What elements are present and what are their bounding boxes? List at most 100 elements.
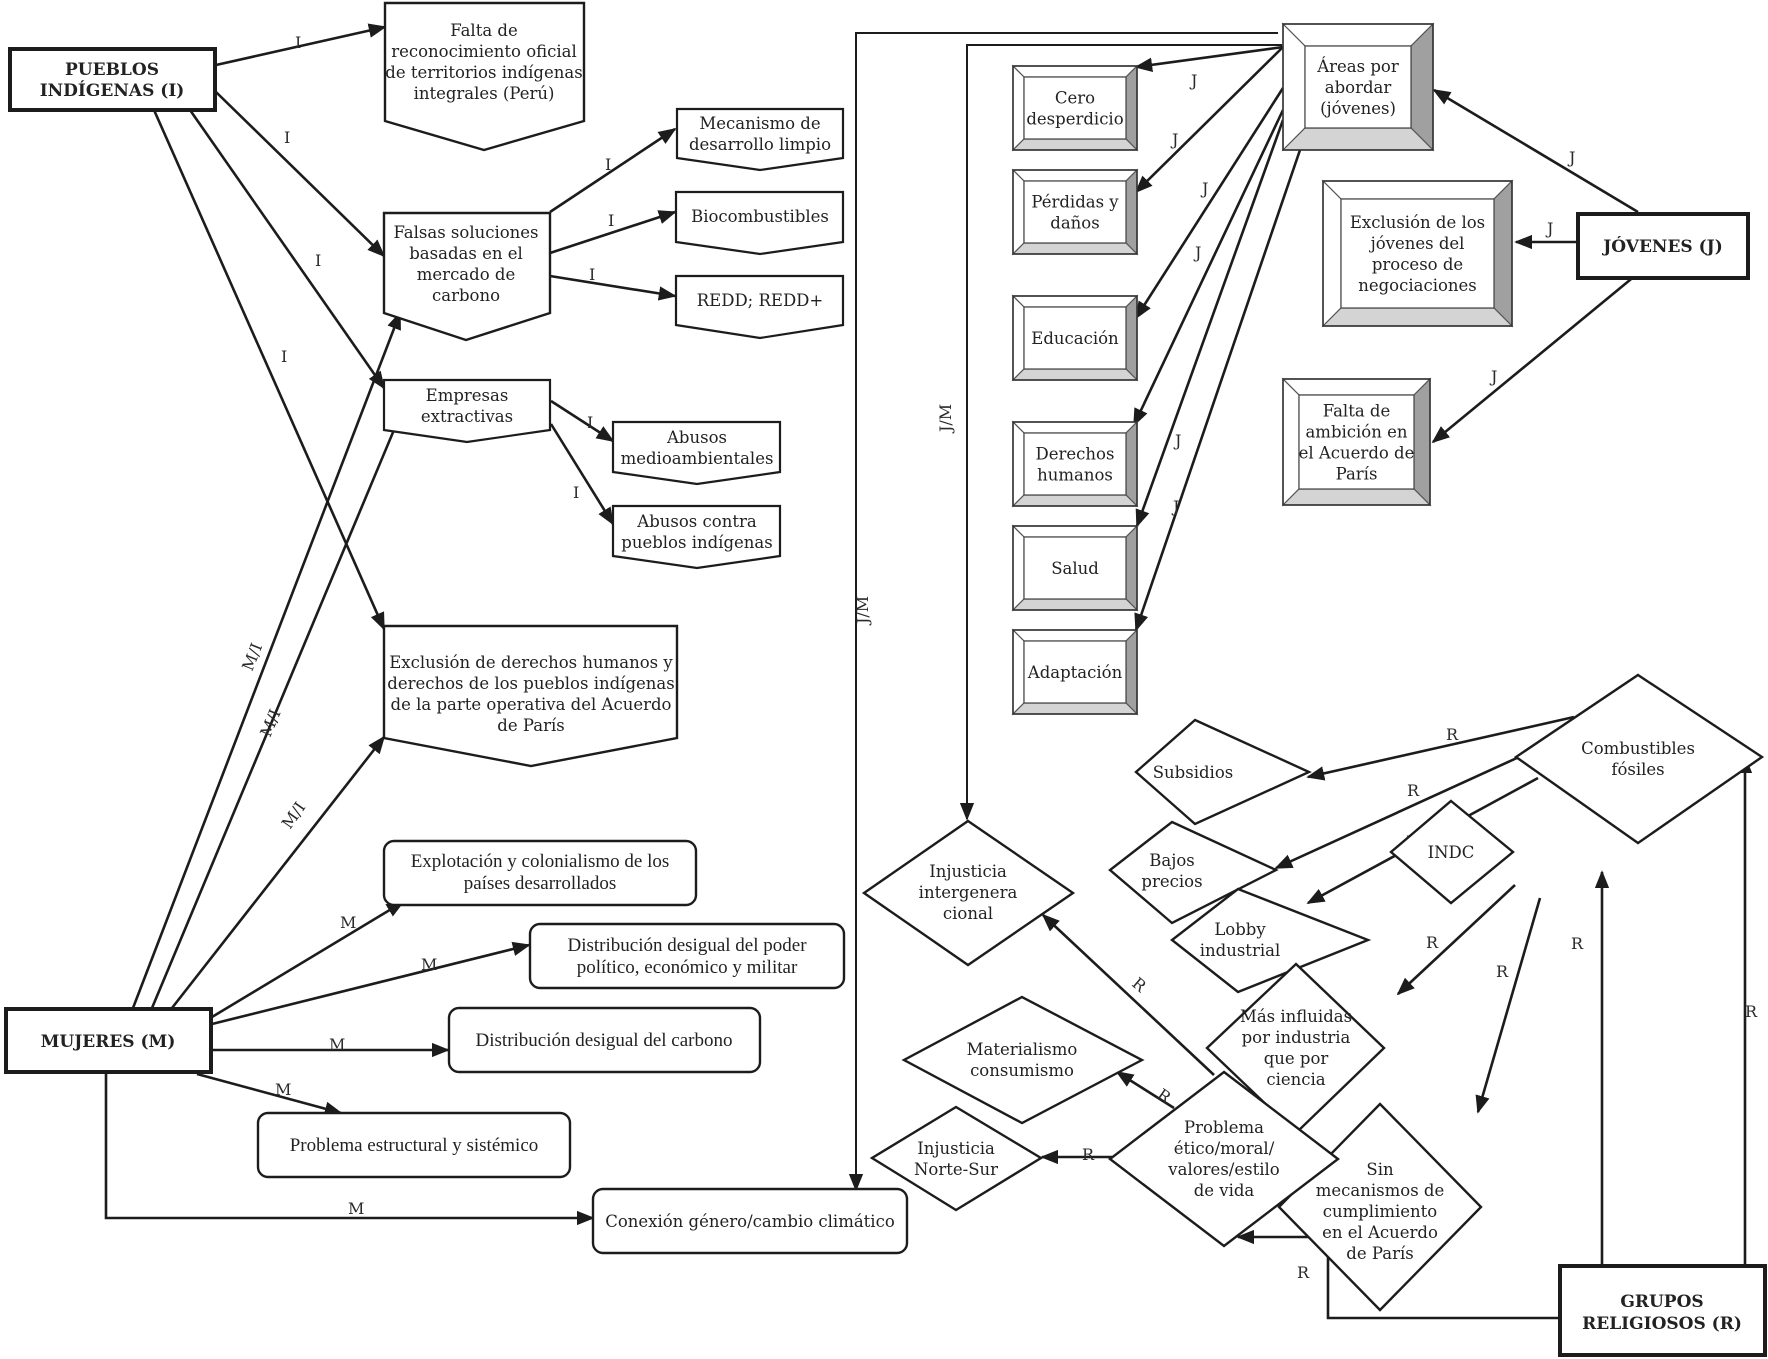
bevel-left <box>1012 628 1025 716</box>
bevel-top <box>1011 65 1139 78</box>
node-biocombustibles-text: Biocombustibles <box>691 207 829 226</box>
bevel-face <box>1023 432 1127 496</box>
bevel-outline <box>1012 65 1138 151</box>
edge-falsas-bio <box>549 210 677 255</box>
edge-label-jm: J/M <box>853 596 872 626</box>
bevel-left <box>1012 524 1025 612</box>
bevel-face <box>1023 76 1127 140</box>
edge-label-r: R <box>1745 1002 1758 1021</box>
edge-label-i: I <box>587 413 593 432</box>
node-educacion[interactable]: Educación <box>1011 294 1139 382</box>
edge-comb-subsidios <box>1306 715 1575 781</box>
edge-indc-mas-influidas <box>1396 884 1516 996</box>
node-redd[interactable]: REDD; REDD+ <box>674 274 845 340</box>
edge-label-j: J <box>1489 367 1497 386</box>
edge-label-r: R <box>1082 1145 1095 1164</box>
node-subsidios[interactable]: Subsidios <box>1134 718 1312 826</box>
bevel-face <box>1304 45 1412 129</box>
edge-mi-falsas <box>131 311 402 1009</box>
node-salud[interactable]: Salud <box>1011 524 1139 612</box>
bevel-bottom <box>1281 488 1432 506</box>
edge-label-i: I <box>281 347 287 366</box>
node-problema-estructural[interactable]: Problema estructural y sistémico <box>256 1111 572 1179</box>
bevel-face <box>1023 640 1127 704</box>
node-distribucion-carbono[interactable]: Distribución desigual del carbono <box>447 1006 762 1074</box>
bevel-outline <box>1012 169 1138 255</box>
bevel-face <box>1298 394 1415 490</box>
edge-i-falta-reconocimiento <box>215 23 387 67</box>
bevel-bottom <box>1011 702 1139 715</box>
node-conexion-genero-text: Conexión género/cambio climático <box>605 1212 895 1231</box>
edge-indc-sin-mecanismos <box>1475 897 1542 1114</box>
edge-r-problema-etico <box>1236 1229 1560 1320</box>
edge-m-estructural <box>196 1072 343 1116</box>
actor-jovenes-label: JÓVENES (J) <box>1601 236 1723 257</box>
edge-label-r: R <box>1571 934 1584 953</box>
node-adaptacion[interactable]: Adaptación <box>1011 628 1139 716</box>
edge-falsas-redd <box>549 274 677 301</box>
edge-jm-conexion <box>848 32 1278 1192</box>
edge-label-m: M <box>340 913 356 932</box>
node-adaptacion-text: Adaptación <box>1027 663 1123 682</box>
edge-m-poder <box>211 941 531 1026</box>
edge-label-j: J <box>1567 148 1575 167</box>
edge-jm-injusticia-inter <box>959 44 1282 821</box>
node-educacion-text: Educación <box>1031 329 1119 348</box>
edge-label-i: I <box>608 211 614 230</box>
bevel-outline <box>1322 180 1513 327</box>
node-biocombustibles[interactable]: Biocombustibles <box>674 190 845 256</box>
edge-falsas-mdl <box>549 127 677 214</box>
actor-jovenes[interactable]: JÓVENES (J) <box>1576 212 1750 280</box>
edge-areas-derechos <box>1132 109 1285 427</box>
bevel-bottom <box>1011 368 1139 381</box>
bevel-face <box>1023 180 1127 244</box>
edge-label-jm: J/M <box>936 404 955 434</box>
node-conexion-genero[interactable]: Conexión género/cambio climático <box>591 1187 909 1255</box>
bevel-right <box>1413 377 1431 507</box>
node-indc[interactable]: INDC <box>1389 799 1515 905</box>
edge-areas-perdidas <box>1134 46 1284 194</box>
bevel-face <box>1340 198 1495 309</box>
bevel-top <box>1011 525 1139 538</box>
actor-mujeres[interactable]: MUJERES (M) <box>4 1007 213 1074</box>
